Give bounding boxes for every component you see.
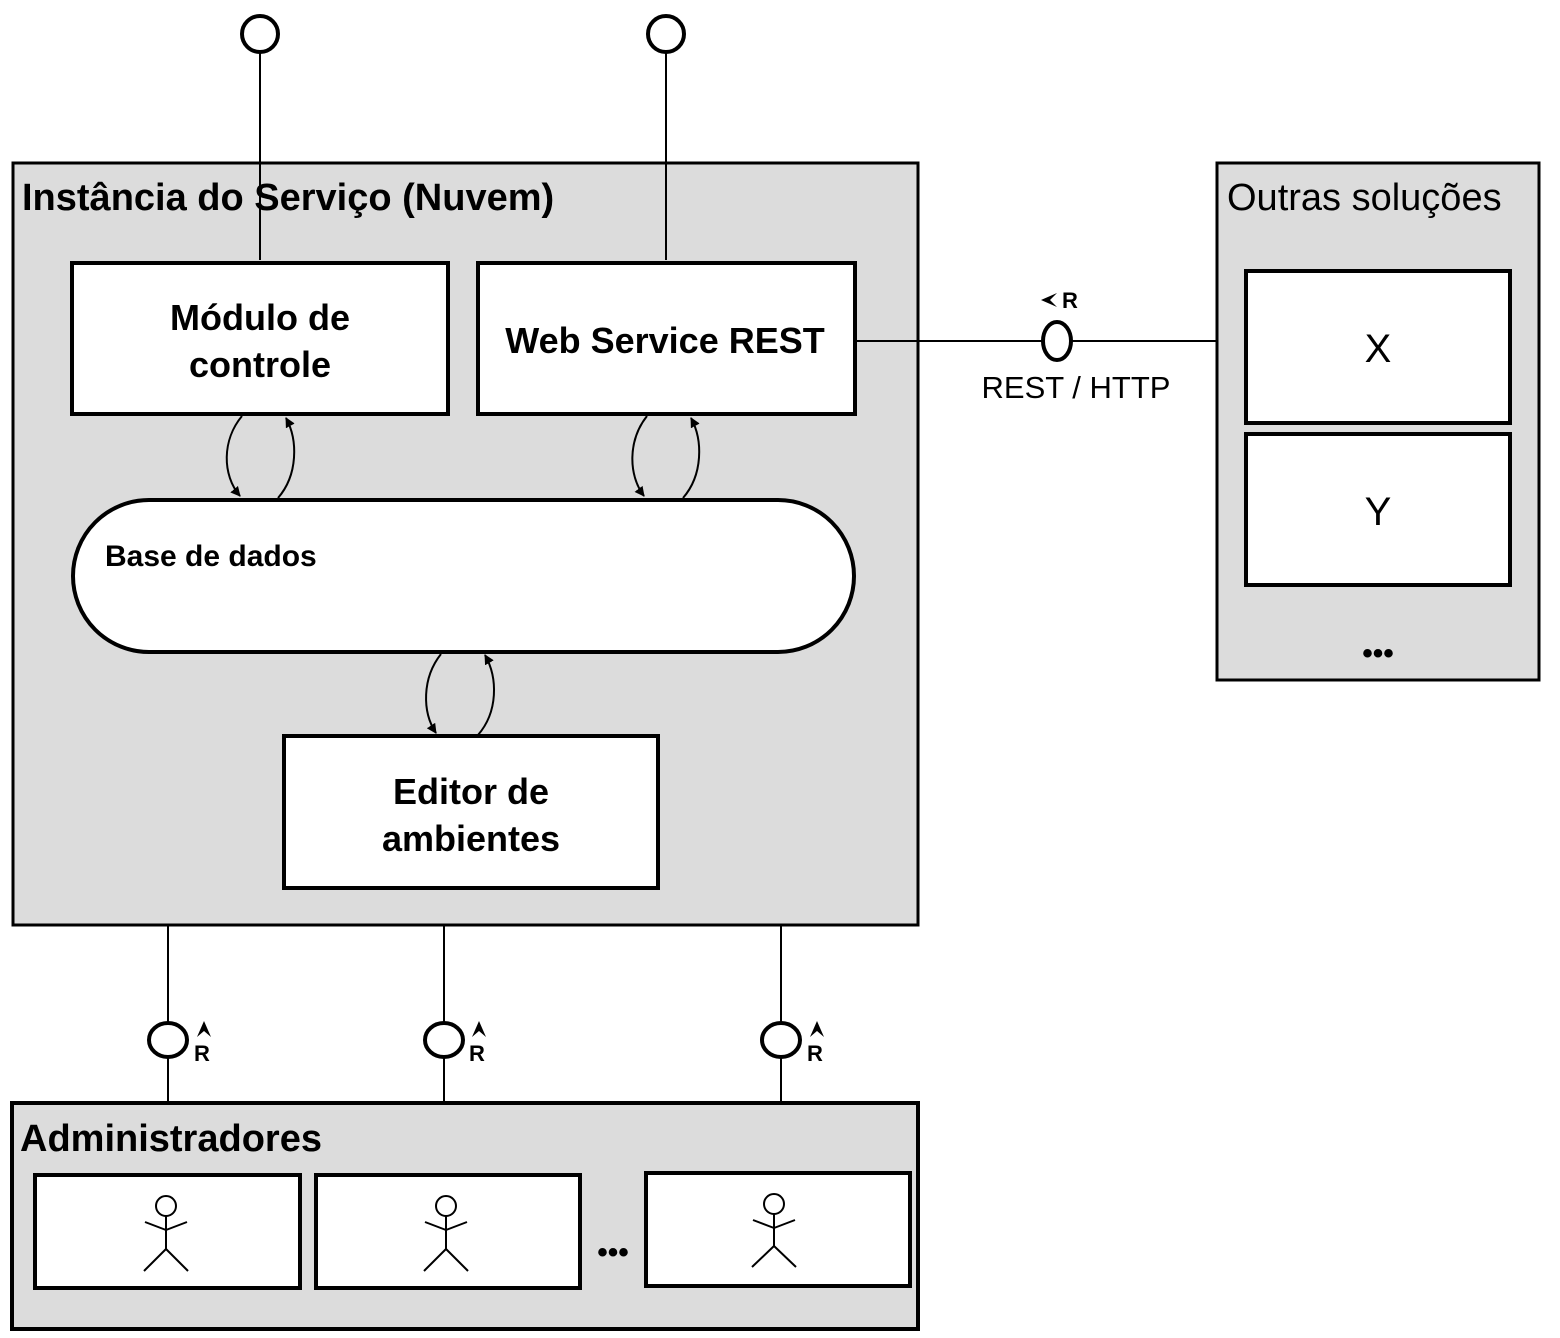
control-module-label-line2: controle — [189, 344, 331, 385]
administrators-more: ••• — [597, 1236, 629, 1269]
request-marker: R — [194, 1041, 210, 1066]
request-marker: R — [1062, 288, 1078, 313]
webservice-db-arrows — [631, 415, 701, 499]
admin-interface-3: R — [760, 925, 824, 1103]
request-direction-icon — [472, 1021, 486, 1037]
administrators-title: Administradores — [20, 1118, 322, 1160]
solution-x-box: X — [1244, 269, 1512, 425]
admin-interface-1: R — [147, 925, 211, 1103]
interface-lollipop — [1041, 320, 1073, 362]
db-editor-arrows — [425, 653, 495, 736]
request-marker: R — [469, 1041, 485, 1066]
administrator-card-1 — [33, 1173, 302, 1290]
editor-label-line2: ambientes — [382, 818, 560, 859]
administrator-card-3 — [644, 1171, 912, 1288]
database-box: Base de dados — [71, 498, 856, 654]
control-module-top-interface — [240, 14, 280, 260]
control-module-box: Módulo de controle — [70, 261, 450, 416]
solution-x-label: X — [1365, 327, 1392, 371]
service-instance-title: Instância do Serviço (Nuvem) — [22, 177, 554, 219]
rest-http-connector: R REST / HTTP — [855, 288, 1218, 405]
web-service-box: Web Service REST — [476, 261, 857, 416]
admin-interface-2: R — [423, 925, 486, 1103]
user-icon — [751, 1193, 797, 1268]
request-marker: R — [807, 1041, 823, 1066]
request-direction-icon — [197, 1021, 211, 1037]
rest-http-label: REST / HTTP — [982, 370, 1171, 405]
solution-y-label: Y — [1365, 490, 1392, 534]
other-solutions-more: ••• — [1362, 637, 1394, 670]
interface-lollipop — [147, 1021, 189, 1059]
editor-label-line1: Editor de — [393, 771, 549, 812]
request-direction-icon — [810, 1021, 824, 1037]
user-icon — [143, 1195, 189, 1272]
interface-lollipop — [760, 1021, 802, 1059]
editor-box: Editor de ambientes — [282, 734, 660, 890]
web-service-label: Web Service REST — [505, 320, 824, 361]
control-module-label-line1: Módulo de — [170, 297, 350, 338]
other-solutions-title: Outras soluções — [1227, 177, 1502, 219]
solution-y-box: Y — [1244, 432, 1512, 587]
control-db-arrows — [225, 415, 296, 499]
administrator-card-2 — [314, 1173, 582, 1290]
database-label: Base de dados — [105, 540, 317, 573]
user-icon — [423, 1195, 469, 1272]
interface-circle — [240, 14, 280, 54]
request-direction-icon — [1041, 293, 1057, 307]
interface-lollipop — [423, 1021, 465, 1059]
interface-circle — [646, 14, 686, 54]
web-service-top-interface — [646, 14, 686, 260]
